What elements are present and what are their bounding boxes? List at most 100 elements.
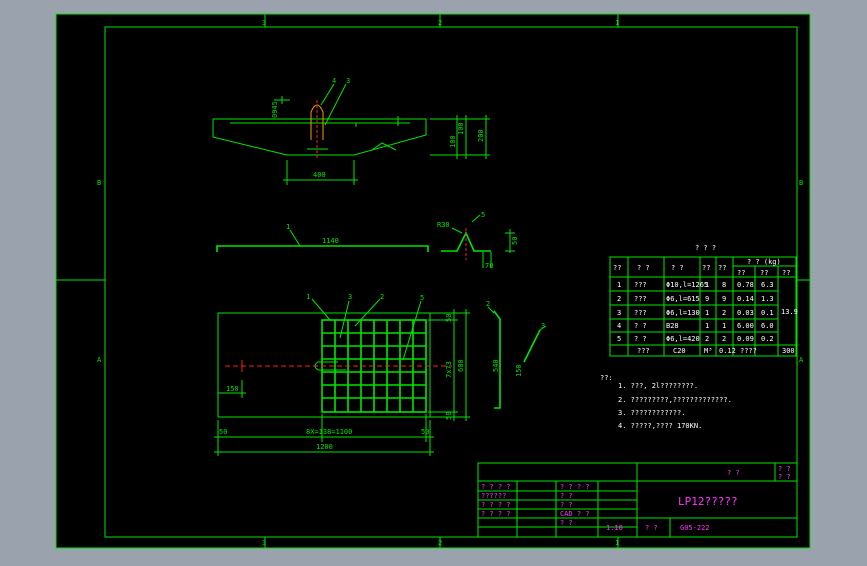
table-cell: 1	[617, 281, 621, 289]
table-cell: 4	[617, 322, 621, 330]
table-subheader: ??	[760, 269, 768, 277]
table-cell: 3	[617, 309, 621, 317]
table-header: ??	[613, 264, 621, 272]
dim-side-small-right: 50	[421, 428, 429, 436]
zone-number-top: 3	[262, 19, 266, 27]
bar-2-detail: 2 540	[486, 300, 501, 409]
callout-leader-5	[471, 214, 481, 223]
bar-2-shape	[493, 310, 501, 409]
title-top-right: ? ?	[727, 469, 740, 477]
table-title: ? ? ?	[695, 244, 716, 252]
table-footer-cell: C20	[673, 347, 686, 355]
note-item: 3. ????????????.	[618, 409, 685, 417]
title-label: ? ? ? ?	[481, 483, 511, 491]
note-item: 1. ???, 2l????????.	[618, 382, 698, 390]
table-cell: 2	[722, 309, 726, 317]
bar-1-length: 1140	[322, 237, 339, 245]
table-footer-cell: 300	[782, 347, 795, 355]
title-label: ? ?	[560, 492, 573, 500]
table-cell: Φ10,l=1265	[666, 281, 708, 289]
table-cell: 2	[705, 335, 709, 343]
dim-height-mid-label: 100	[449, 135, 457, 148]
table-footer-cell: 0.12	[719, 347, 736, 355]
dim-left-label: 150	[226, 385, 239, 393]
table-cell: Φ6,l=420	[666, 335, 700, 343]
table-cell: 1	[722, 322, 726, 330]
bar-1-detail: 1 1140	[216, 223, 429, 252]
table-cell: 6.3	[761, 281, 774, 289]
table-cell: Φ6,l=615	[666, 295, 700, 303]
title-label: ? ? ? ?	[481, 501, 511, 509]
dim-edge-top: 50	[445, 314, 453, 322]
beam-section-outline	[212, 118, 427, 156]
note-item: 4. ?????,???? 170KN.	[618, 422, 702, 430]
table-subheader: ??	[782, 269, 790, 277]
dim-depth-label: 0945	[271, 101, 279, 118]
table-header: ? ?	[671, 264, 684, 272]
callout-leader-1	[311, 298, 331, 321]
plan-callout-5: 5	[420, 294, 424, 302]
table-frame	[609, 256, 797, 357]
bar-1-shape	[216, 245, 429, 252]
table-cell: 1	[705, 322, 709, 330]
title-label: ??????	[481, 492, 506, 500]
table-cell: ???	[634, 295, 647, 303]
bar-3-shape	[523, 329, 541, 363]
bar-3-detail: 3 150	[515, 322, 547, 377]
zone-letter-left: A	[97, 356, 102, 364]
table-cell: 1	[705, 281, 709, 289]
rebar-mesh-grid	[322, 320, 426, 412]
title-label: ? ? ? ?	[481, 510, 511, 518]
zone-letter-right: B	[799, 179, 803, 187]
table-cell: 0.2	[761, 335, 774, 343]
title-scale: 1:10	[606, 524, 623, 532]
table-footer-cell: ???	[637, 347, 650, 355]
callout-leader-3	[324, 83, 347, 126]
callout-leader-3	[539, 325, 547, 331]
table-cell: ???	[634, 309, 647, 317]
dim-edge-bottom: 50	[445, 412, 453, 420]
outer-frame	[55, 13, 811, 549]
plan-callout-2: 2	[380, 293, 384, 301]
note-item: 2. ?????????,?????????????.	[618, 396, 732, 404]
callout-1: 1	[286, 223, 290, 231]
callout-3: 3	[346, 77, 350, 85]
bar-5-radius: R30	[437, 221, 450, 229]
dim-vertical-total-label: 600	[457, 359, 465, 372]
dim-width-label: 400	[313, 171, 326, 179]
drawing-name: LP12?????	[678, 495, 738, 508]
plan-callout-1: 1	[306, 293, 310, 301]
callout-4: 4	[332, 77, 336, 85]
title-label: ? ? ? ?	[560, 483, 590, 491]
bar-3-callout: 3	[541, 322, 545, 330]
title-top-right-3: ? ?	[778, 473, 791, 481]
bar-5-width: 70	[485, 262, 493, 270]
table-cell: 1	[705, 309, 709, 317]
bar-5-detail: R30 5 70 50	[437, 211, 519, 270]
zone-number-bottom: 2	[438, 539, 442, 547]
table-cell: 9	[722, 295, 726, 303]
table-cell: 0.09	[737, 335, 754, 343]
table-footer-cell: ????	[740, 347, 757, 355]
title-bottom-label: ? ?	[645, 524, 658, 532]
zone-letter-left: B	[97, 179, 101, 187]
bar-2-callout: 2	[486, 300, 490, 308]
table-cell: 0.1	[761, 309, 774, 317]
bar-5-height: 50	[511, 237, 519, 245]
zone-letter-right: A	[799, 356, 804, 364]
dim-vertical-spacing-label: 7x73	[445, 361, 453, 378]
table-cell: 8	[722, 281, 726, 289]
dim-spacing-label: 8X=138=1100	[306, 428, 352, 436]
table-subheader: ??	[737, 269, 745, 277]
table-cell: 5	[617, 335, 621, 343]
title-top-right-2: ? ?	[778, 465, 791, 473]
plan-view: 1 3 2 5 150 8X=138=1100 1200 50 50 7x73 …	[214, 293, 470, 456]
table-cell: B28	[666, 322, 679, 330]
callout-leader-3	[339, 300, 350, 339]
table-cell: ? ?	[634, 322, 647, 330]
dim-total-label: 1200	[316, 443, 333, 451]
callout-leader-5	[402, 300, 422, 361]
